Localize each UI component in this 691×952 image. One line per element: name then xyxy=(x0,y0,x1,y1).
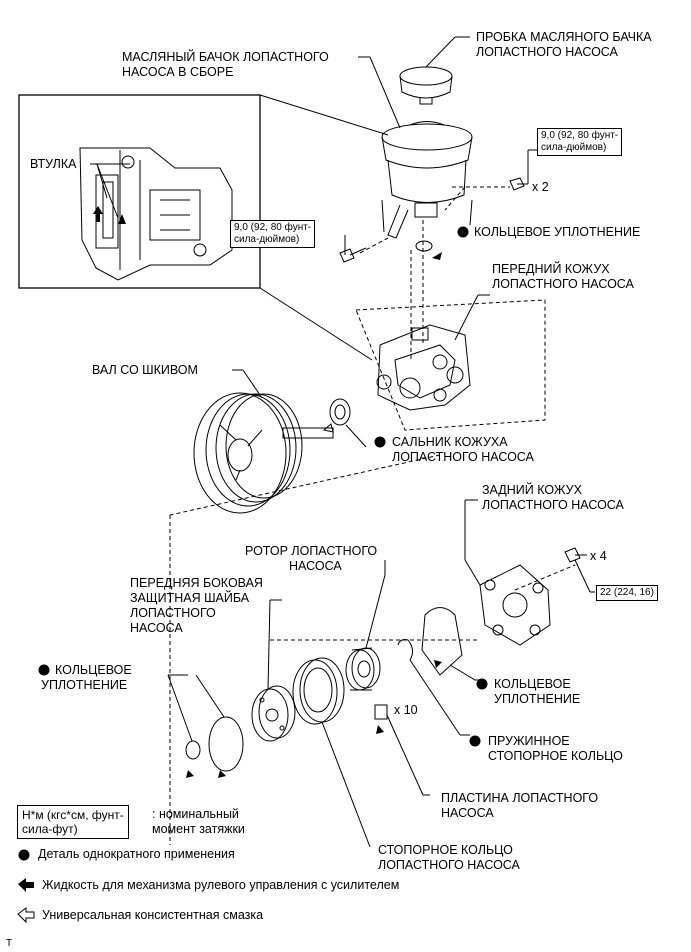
snap-ring-label-line2: СТОПОРНОЕ КОЛЬЦО xyxy=(488,749,623,763)
rotor-label-line2: НАСОСА xyxy=(289,559,342,573)
shaft-pulley-label: ВАЛ СО ШКИВОМ xyxy=(92,363,198,377)
torque-reservoir-right-line1: 9,0 (92, 80 фунт- xyxy=(541,130,619,141)
legend-torque-box: Н*м (кгс*см, фунт- сила-фут) xyxy=(17,805,129,839)
o-ring-left-label: КОЛЬЦЕВОЕ УПЛОТНЕНИЕ xyxy=(41,663,132,693)
o-ring-right-label-line1: КОЛЬЦЕВОЕ xyxy=(494,677,571,691)
reservoir-drawing xyxy=(358,56,473,239)
front-housing-label: ПЕРЕДНИЙ КОЖУХ ЛОПАСТНОГО НАСОСА xyxy=(492,262,634,292)
oil-seal-label-line1: САЛЬНИК КОЖУХА xyxy=(392,435,508,449)
bushing-label: ВТУЛКА xyxy=(30,157,77,171)
torque-rear-box: 22 (224, 16) xyxy=(596,585,658,601)
reservoir-cap-label-line2: ЛОПАСТНОГО НАСОСА xyxy=(476,45,618,59)
reservoir-assy-label-line1: МАСЛЯНЫЙ БАЧОК ЛОПАСТНОГО xyxy=(122,50,329,64)
qty-x10-label: x 10 xyxy=(394,703,418,717)
snap-ring-drawing xyxy=(397,639,470,736)
cam-ring-label-line2: ЛОПАСТНОГО НАСОСА xyxy=(378,858,520,872)
front-housing-drawing xyxy=(376,294,490,411)
rotor-label-line1: РОТОР ЛОПАСТНОГО xyxy=(245,544,378,558)
rotor-drawing xyxy=(345,560,386,691)
cam-ring-drawing xyxy=(292,657,371,848)
o-ring-right-drawing xyxy=(421,607,480,681)
legend-grease: Универсальная консистентная смазка xyxy=(42,908,264,922)
rear-housing-label-line1: ЗАДНИЙ КОЖУХ xyxy=(482,483,582,497)
rotor-label: РОТОР ЛОПАСТНОГО НАСОСА xyxy=(245,544,377,574)
torque-reservoir-left-box: 9,0 (92, 80 фунт- сила-дюймов) xyxy=(230,220,316,248)
torque-reservoir-right-box: 9,0 (92, 80 фунт- сила-дюймов) xyxy=(537,128,623,156)
legend-torque-desc-line1: : номинальный xyxy=(152,807,239,821)
cam-ring-label-line1: СТОПОРНОЕ КОЛЬЦО xyxy=(378,843,513,857)
legend-torque-desc-line2: момент затяжки xyxy=(152,822,245,836)
front-housing-label-line1: ПЕРЕДНИЙ КОЖУХ xyxy=(492,262,610,276)
rear-housing-label-line2: ЛОПАСТНОГО НАСОСА xyxy=(482,498,624,512)
vane-plate-label: ПЛАСТИНА ЛОПАСТНОГО НАСОСА xyxy=(441,791,598,821)
legend-torque-desc: : номинальный момент затяжки xyxy=(152,807,245,837)
reservoir-cap-label-line1: ПРОБКА МАСЛЯНОГО БАЧКА xyxy=(476,30,652,44)
pulley-drawing xyxy=(193,369,334,514)
legend-torque-unit-line2: сила-фут) xyxy=(22,822,78,836)
snap-ring-label: ПРУЖИННОЕ СТОПОРНОЕ КОЛЬЦО xyxy=(488,734,623,764)
vane-plate-drawing xyxy=(374,704,430,796)
qty-x4-label: x 4 xyxy=(590,549,607,563)
torque-reservoir-right-line2: сила-дюймов) xyxy=(541,142,607,153)
reservoir-assy-label-line2: НАСОСА В СБОРЕ xyxy=(122,65,234,79)
legend-torque-unit-line1: Н*м (кгс*см, фунт- xyxy=(22,808,124,822)
o-ring-left-label-line2: УПЛОТНЕНИЕ xyxy=(41,678,128,692)
qty-x2-label: x 2 xyxy=(532,180,549,194)
footer-mark: T xyxy=(6,938,13,949)
legend-psf: Жидкость для механизма рулевого управлен… xyxy=(42,878,400,892)
front-side-plate-label-line2: ЗАЩИТНАЯ ШАЙБА xyxy=(130,591,250,605)
reservoir-cap-label: ПРОБКА МАСЛЯНОГО БАЧКА ЛОПАСТНОГО НАСОСА xyxy=(476,30,652,60)
vane-plate-label-line2: НАСОСА xyxy=(441,806,494,820)
oil-seal-label: САЛЬНИК КОЖУХА ЛОПАСТНОГО НАСОСА xyxy=(392,435,534,465)
o-ring-right-label: КОЛЬЦЕВОЕ УПЛОТНЕНИЕ xyxy=(494,677,580,707)
oil-seal-drawing xyxy=(329,398,367,448)
vane-plate-label-line1: ПЛАСТИНА ЛОПАСТНОГО xyxy=(441,791,599,805)
front-side-plate-label-line1: ПЕРЕДНЯЯ БОКОВАЯ xyxy=(130,576,263,590)
o-ring-top-label: КОЛЬЦЕВОЕ УПЛОТНЕНИЕ xyxy=(474,225,641,239)
front-housing-label-line2: ЛОПАСТНОГО НАСОСА xyxy=(492,277,634,291)
snap-ring-label-line1: ПРУЖИННОЕ xyxy=(488,734,570,748)
o-ring-top-drawing xyxy=(415,240,433,252)
legend-non-reusable: Деталь однократного применения xyxy=(38,847,235,861)
o-ring-right-label-line2: УПЛОТНЕНИЕ xyxy=(494,692,581,706)
rear-housing-label: ЗАДНИЙ КОЖУХ ЛОПАСТНОГО НАСОСА xyxy=(482,483,624,513)
o-rings-left-drawing xyxy=(167,674,244,772)
bushing-inset xyxy=(18,94,389,361)
rear-housing-drawing xyxy=(464,499,551,646)
o-ring-left-label-line1: КОЛЬЦЕВОЕ xyxy=(55,663,132,677)
bolt-left-drawing xyxy=(339,235,367,263)
markers xyxy=(17,206,488,924)
oil-seal-label-line2: ЛОПАСТНОГО НАСОСА xyxy=(392,450,534,464)
torque-reservoir-left-line1: 9,0 (92, 80 фунт- xyxy=(234,222,312,233)
reservoir-assy-label: МАСЛЯНЫЙ БАЧОК ЛОПАСТНОГО НАСОСА В СБОРЕ xyxy=(122,50,329,80)
cam-ring-label: СТОПОРНОЕ КОЛЬЦО ЛОПАСТНОГО НАСОСА xyxy=(378,843,520,873)
torque-reservoir-left-line2: сила-дюймов) xyxy=(234,234,300,245)
bolt-x2-drawing xyxy=(509,149,537,191)
bolt-x4-drawing xyxy=(564,547,595,593)
reservoir-cap-drawing xyxy=(399,36,470,105)
front-side-plate-label: ПЕРЕДНЯЯ БОКОВАЯ ЗАЩИТНАЯ ШАЙБА ЛОПАСТНО… xyxy=(130,576,263,636)
front-side-plate-drawing xyxy=(251,599,296,742)
front-side-plate-label-line4: НАСОСА xyxy=(130,621,183,635)
front-side-plate-label-line3: ЛОПАСТНОГО xyxy=(130,606,216,620)
